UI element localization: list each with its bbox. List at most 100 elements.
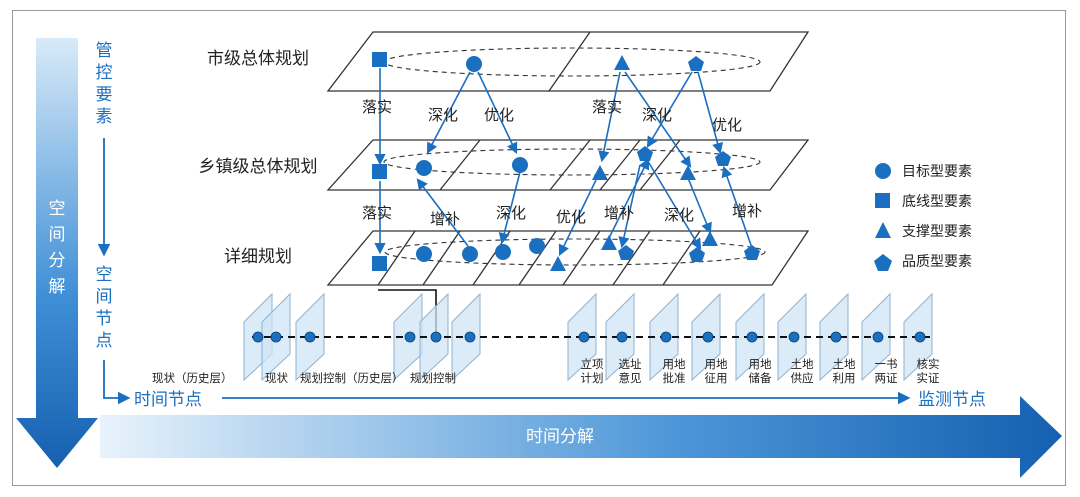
timeline-node — [404, 331, 416, 343]
relation-label: 深化 — [664, 206, 694, 224]
quality-element-icon — [618, 245, 634, 260]
monitor-stage-label: 供应 — [791, 371, 814, 385]
legend-square-icon — [875, 193, 890, 208]
monitor-stage-label: 批准 — [663, 371, 686, 385]
spatial-decomp-label: 空间分解 — [49, 199, 66, 297]
timeline-node — [578, 331, 590, 343]
relation-label: 增补 — [604, 204, 634, 222]
monitor-stage-label: 用地 — [705, 357, 728, 371]
target-element-icon — [462, 246, 478, 262]
target-element-icon — [512, 157, 528, 173]
support-element-icon — [592, 165, 608, 180]
timeline-node — [304, 331, 316, 343]
timeline-node — [660, 331, 672, 343]
support-element-icon — [614, 55, 630, 70]
relation-label: 优化 — [484, 106, 514, 124]
baseline-element-icon — [372, 52, 387, 67]
quality-element-icon — [715, 151, 731, 166]
timeline-node — [872, 331, 884, 343]
timeline-node — [616, 331, 628, 343]
timeline-node — [270, 331, 282, 343]
detailed-dashed-group — [384, 238, 766, 266]
quality-element-icon — [688, 56, 704, 71]
monitor-stage-label: 立项 — [581, 357, 604, 371]
control-elements-label: 管控要素 — [96, 41, 113, 127]
monitor-nodes-label: 监测节点 — [918, 390, 986, 410]
layer-title-detailed: 详细规划 — [224, 247, 292, 267]
quality-element-icon — [744, 245, 760, 260]
legend-label: 目标型要素 — [902, 164, 972, 180]
monitor-stage-label: 计划 — [581, 371, 604, 385]
baseline-element-icon — [372, 256, 387, 271]
target-element-icon — [416, 246, 432, 262]
spatial-nodes-label: 空间节点 — [96, 265, 113, 351]
support-element-icon — [702, 231, 718, 246]
timeline-nodes — [252, 331, 926, 343]
target-element-icon — [416, 160, 432, 176]
timeline-node — [702, 331, 714, 343]
legend-triangle-icon — [875, 222, 891, 238]
time-nodes-label: 时间节点 — [134, 390, 202, 410]
timeline-node — [746, 331, 758, 343]
monitor-stage-label: 利用 — [833, 371, 856, 385]
monitor-stage-label: 核实 — [917, 357, 940, 371]
layer-title-city: 市级总体规划 — [207, 49, 309, 69]
monitor-stage-label: 储备 — [749, 371, 772, 385]
monitor-stage-label: 征用 — [705, 371, 728, 385]
relation-label: 增补 — [430, 210, 460, 228]
target-element-icon — [529, 238, 545, 254]
monitor-stage-label: 两证 — [875, 371, 898, 385]
time-decomposition-arrow — [100, 396, 1062, 478]
legend-pentagon-icon — [874, 254, 892, 271]
timeline-node — [430, 331, 442, 343]
timeline-label: 现状（历史层） — [152, 371, 233, 385]
nodes-to-time-arrow — [103, 360, 131, 405]
timeline-node — [788, 331, 800, 343]
timeline-label: 规划控制 — [410, 371, 456, 385]
timeline-node — [914, 331, 926, 343]
relation-label: 落实 — [362, 98, 392, 116]
target-element-icon — [495, 244, 511, 260]
relation-label: 深化 — [496, 204, 526, 222]
relation-label: 增补 — [732, 202, 762, 220]
legend-label: 支撑型要素 — [902, 224, 972, 240]
time-decomp-label: 时间分解 — [526, 427, 594, 447]
support-element-icon — [550, 256, 566, 271]
layer-title-township: 乡镇级总体规划 — [199, 157, 318, 177]
baseline-element-icon — [372, 164, 387, 179]
monitor-stage-label: 一书 — [875, 357, 898, 371]
legend-label: 底线型要素 — [902, 194, 972, 210]
timeline-node — [464, 331, 476, 343]
monitor-stage-label: 实证 — [917, 371, 940, 385]
legend-circle-icon — [875, 163, 891, 179]
relation-label: 深化 — [428, 106, 458, 124]
quality-element-icon — [637, 146, 653, 161]
timeline-label: 现状 — [265, 371, 288, 385]
legend-label: 品质型要素 — [902, 254, 972, 270]
monitor-stage-label: 用地 — [663, 357, 686, 371]
relation-label: 优化 — [712, 116, 742, 134]
timeline-node — [252, 331, 264, 343]
relation-label: 落实 — [362, 204, 392, 222]
quality-element-icon — [689, 247, 705, 262]
monitor-stage-label: 意见 — [619, 371, 642, 385]
support-element-icon — [680, 165, 696, 180]
monitor-stage-label: 土地 — [833, 357, 856, 371]
relation-label: 落实 — [592, 98, 622, 116]
plane-township — [326, 139, 810, 191]
monitor-stage-label: 用地 — [749, 357, 772, 371]
timeline-left-labels: 现状（历史层） 现状 规划控制（历史层） 规划控制 — [152, 371, 456, 385]
timeline-label: 规划控制（历史层） — [300, 371, 404, 385]
plane-city — [326, 31, 810, 92]
element-symbols — [372, 52, 760, 271]
relation-arrows — [374, 68, 753, 257]
monitor-stage-label: 选址 — [619, 357, 642, 371]
spatial-decomposition-arrow — [16, 38, 98, 468]
target-element-icon — [466, 56, 482, 72]
relation-label: 优化 — [556, 208, 586, 226]
legend: 目标型要素 底线型要素 支撑型要素 品质型要素 — [874, 163, 972, 271]
monitor-stage-label: 土地 — [791, 357, 814, 371]
relation-labels: 落实 深化 优化 落实 深化 优化 落实 增补 深化 优化 增补 深化 增补 — [362, 98, 762, 228]
